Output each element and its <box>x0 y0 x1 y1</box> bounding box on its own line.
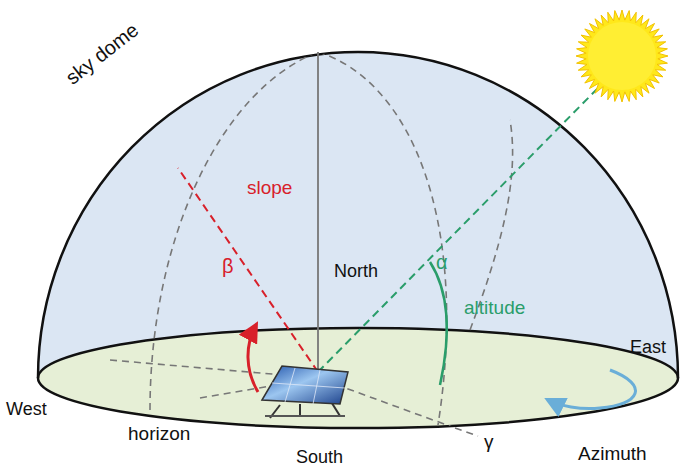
direction-label: West <box>6 400 47 418</box>
dome-outline <box>38 52 678 378</box>
slope-label: slope <box>247 178 292 197</box>
angle-symbol: γ <box>484 432 494 451</box>
sun-rays <box>576 10 668 102</box>
altitude-angle-arc <box>430 262 447 385</box>
sun-ray <box>318 88 598 372</box>
sun-disc <box>588 22 656 90</box>
solar-panel <box>262 366 348 418</box>
altitude-label: altitude <box>464 298 525 317</box>
angle-symbol: α <box>436 252 448 272</box>
south-axis <box>110 360 455 428</box>
azimuth-arrow <box>548 370 635 409</box>
horizon-label: horizon <box>128 424 190 443</box>
angle-symbol: β <box>222 256 234 276</box>
meridian-arc <box>150 52 318 410</box>
sun-path-arc <box>318 52 447 425</box>
azimuth-label: Azimuth <box>578 444 647 463</box>
horizon-disc <box>38 328 678 428</box>
slope-angle-arc <box>248 325 258 392</box>
direction-label: South <box>296 448 343 466</box>
dome-label: sky dome <box>62 19 142 87</box>
azimuth-axis <box>455 428 478 436</box>
direction-label: East <box>630 338 666 356</box>
slope-line <box>178 168 318 372</box>
zenith-line <box>317 52 319 372</box>
sun <box>576 10 668 102</box>
direction-label: North <box>334 262 378 280</box>
